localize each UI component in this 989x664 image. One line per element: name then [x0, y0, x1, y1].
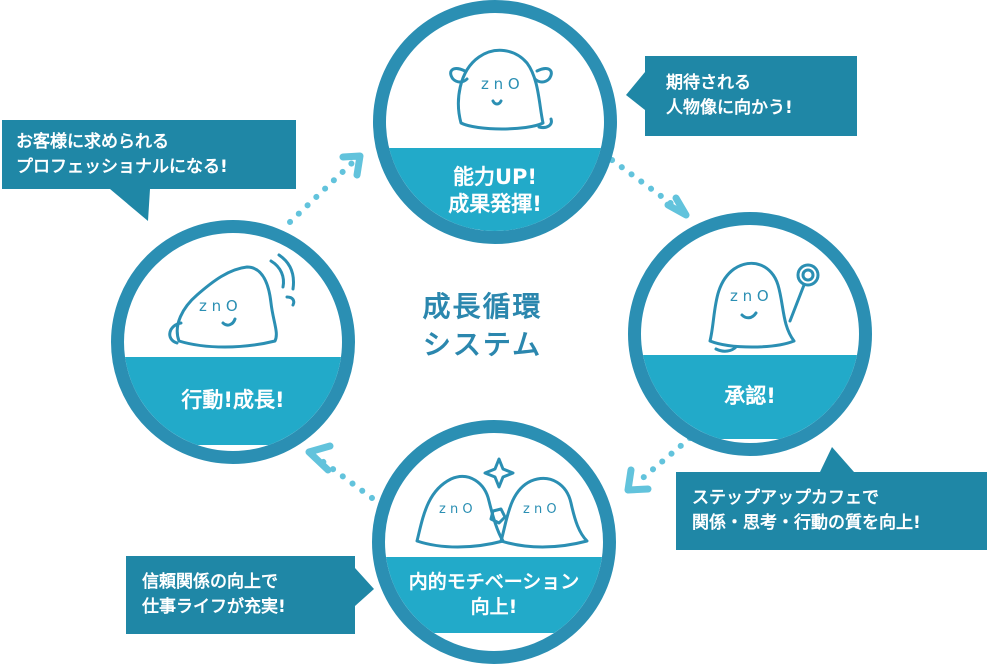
stage-top-line1: 能力UP!	[452, 164, 538, 189]
stage-top-line2: 成果発揮!	[448, 192, 542, 216]
bubble-bottom-left-line2: 仕事ライフが充実!	[142, 597, 286, 617]
bubble-right: ステップアップカフェで 関係・思考・行動の質を向上!	[676, 472, 987, 550]
bubble-top-right-line2: 人物像に向かう!	[666, 98, 793, 118]
center-title-line1: 成長循環	[422, 290, 543, 323]
bubble-tail-right	[820, 447, 854, 472]
svg-text:z n O: z n O	[439, 502, 473, 517]
bubble-bottom-left: 信頼関係の向上で 仕事ライフが充実!	[126, 556, 355, 634]
bubble-bottom-left-line1: 信頼関係の向上で	[142, 572, 278, 593]
svg-text:z n O: z n O	[481, 75, 520, 93]
center-title: 成長循環 システム	[395, 288, 570, 364]
ghost-lollipop-icon: z n O	[708, 261, 820, 353]
stage-circle-bottom: z n O z n O 内的モチベーション 向上!	[372, 420, 616, 664]
stage-band-right: 承認!	[641, 355, 859, 439]
stage-right-line1: 承認!	[724, 384, 776, 409]
bubble-right-line1: ステップアップカフェで	[692, 488, 879, 509]
bubble-top-left-line1: お客様に求められる	[16, 131, 169, 152]
stage-circle-top: z n O 能力UP! 成果発揮!	[373, 0, 617, 244]
svg-text:z n O: z n O	[523, 502, 557, 517]
svg-text:z n O: z n O	[730, 287, 769, 305]
stage-bottom-line1: 内的モチベーション	[408, 571, 580, 594]
arrow-head-top-right	[664, 194, 690, 219]
bubble-top-right: 期待される 人物像に向かう!	[645, 56, 857, 136]
stage-band-top: 能力UP! 成果発揮!	[386, 148, 604, 231]
stage-band-left: 行動!成長!	[124, 357, 342, 445]
bubble-top-right-line1: 期待される	[666, 73, 751, 94]
stage-left-line1: 行動!成長!	[181, 388, 285, 413]
svg-text:z n O: z n O	[199, 297, 238, 315]
bubble-top-left-line2: プロフェッショナルになる!	[16, 156, 228, 177]
stage-circle-left: z n O 行動!成長!	[111, 220, 355, 464]
stage-circle-right: z n O 承認!	[628, 212, 872, 456]
bubble-top-left: お客様に求められる プロフェッショナルになる!	[2, 120, 296, 189]
bubble-tail-top-right	[626, 72, 645, 110]
arrow-left-to-top	[287, 160, 355, 225]
stage-band-bottom: 内的モチベーション 向上!	[385, 557, 603, 633]
ghost-flexing-icon: z n O	[449, 48, 553, 131]
bubble-right-line2: 関係・思考・行動の質を向上!	[692, 513, 921, 533]
arrow-head-left-top	[339, 152, 364, 179]
arrow-head-right-bottom	[624, 466, 652, 494]
stage-bottom-line2: 向上!	[470, 596, 518, 618]
bubble-tail-top-left	[110, 189, 150, 221]
bubble-tail-bottom-left	[355, 568, 374, 606]
arrow-bottom-to-left	[315, 455, 375, 501]
arrow-head-bottom-left	[305, 442, 334, 474]
ghost-pair-icon: z n O z n O	[415, 457, 589, 549]
arrow-right-to-bottom	[635, 435, 693, 485]
ghost-running-icon: z n O	[168, 253, 296, 349]
center-title-line2: システム	[422, 327, 543, 361]
